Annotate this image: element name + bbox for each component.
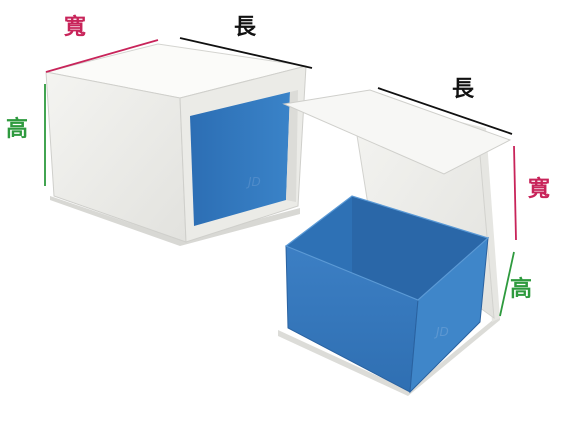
length-line-left: [179, 37, 313, 69]
open-box: JD: [278, 89, 512, 396]
height-label-right: 高: [510, 276, 533, 302]
width-line-right: [513, 145, 517, 241]
height-line-right: [499, 251, 515, 317]
open-box-base: [278, 314, 500, 396]
closed-box-blue-panel: [190, 92, 290, 226]
closed-box-watermark: JD: [246, 175, 261, 189]
closed-box-front: [45, 71, 187, 243]
length-label-right: 長: [452, 76, 475, 102]
open-box-lid: [282, 89, 512, 175]
length-line-right: [377, 87, 513, 135]
width-label-right: 寬: [528, 176, 551, 202]
length-label-left: 長: [234, 14, 257, 40]
open-box-rim: [284, 195, 490, 301]
width-line-left: [45, 39, 159, 73]
width-label-left: 寬: [64, 14, 87, 40]
closed-box-edge: [286, 90, 298, 202]
open-box-watermark: JD: [434, 325, 449, 339]
open-box-interior-left: [286, 196, 352, 280]
height-label-left: 高: [6, 116, 29, 142]
closed-box: JD: [45, 43, 307, 246]
